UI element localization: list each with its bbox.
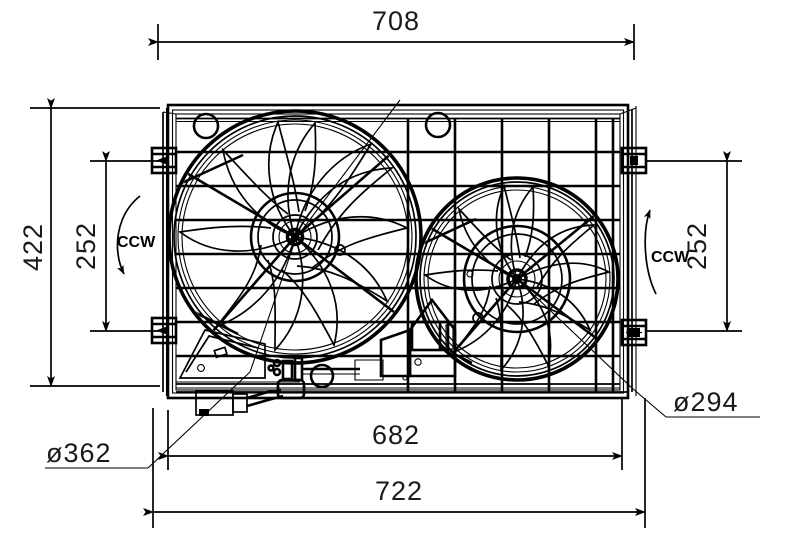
leader-label-294: ø294 [673, 387, 739, 417]
dimension-bottom-722: 722 [143, 398, 646, 528]
left-fan-hub [249, 191, 346, 283]
leader-left-fan-diameter: ø362 [45, 237, 297, 469]
dimension-label-252-left: 252 [71, 222, 101, 270]
dimension-label-708: 708 [372, 6, 420, 36]
bracket-right-lower [620, 318, 648, 347]
bracket-left-upper [150, 146, 178, 175]
rotation-marker-left: CCW [116, 195, 156, 275]
electrical-connector [195, 378, 306, 416]
leader-label-362: ø362 [46, 438, 112, 468]
left-fan-blades [171, 119, 410, 353]
rotation-marker-right: CCW [643, 209, 690, 295]
leader-left-fan-blade-pointer [295, 99, 401, 239]
rotation-label-left: CCW [117, 234, 156, 251]
dimension-top-708: 708 [148, 6, 635, 60]
dimension-label-252-right: 252 [682, 222, 712, 270]
leader-right-fan-diameter: ø294 [516, 278, 760, 418]
shroud-grille-mesh [176, 118, 620, 392]
dimension-label-422: 422 [18, 223, 48, 271]
dimension-right-252: 252 [646, 151, 742, 332]
dimension-left-422: 422 [18, 98, 160, 387]
dimension-label-722: 722 [375, 476, 423, 506]
rotation-label-right: CCW [651, 249, 690, 266]
left-fan [167, 109, 423, 365]
dimension-bottom-682: 682 [158, 398, 623, 470]
bracket-right-upper [620, 146, 648, 175]
shroud-mounting-holes [192, 111, 452, 389]
fan-shroud-assembly [150, 103, 648, 416]
dimension-label-682: 682 [372, 420, 420, 450]
dimension-left-252: 252 [71, 151, 160, 332]
right-fan [414, 176, 620, 382]
